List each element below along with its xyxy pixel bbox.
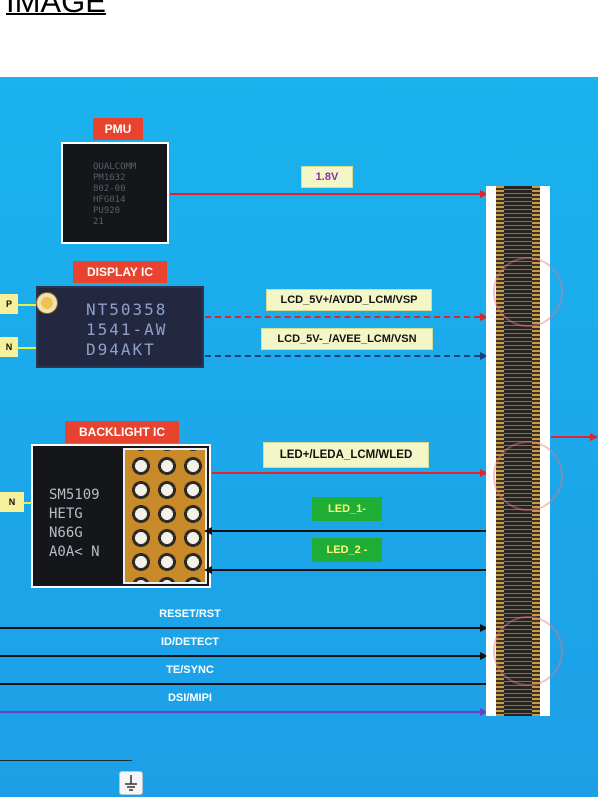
pin-indicator-icon: [36, 292, 58, 314]
display-ic-label: DISPLAY IC: [73, 261, 167, 283]
arrow-id: [480, 652, 488, 660]
line-dsi: [0, 711, 480, 713]
display-ic-chip: NT50358 1541-AW D94AKT: [36, 286, 204, 368]
watermark-circle: [493, 441, 563, 511]
signal-dsi-label: DSI/MIPI: [167, 692, 212, 704]
arrow-vsp: [480, 313, 488, 321]
line-wled: [212, 472, 480, 474]
left-en-line: [24, 502, 32, 504]
arrow-reset: [480, 624, 488, 632]
left-vsp-tag: P: [0, 294, 18, 314]
tag-led1: LED_1-: [312, 497, 382, 521]
tag-vsn: LCD_5V-_/AVEE_LCM/VSN: [261, 328, 433, 350]
tag-vsp: LCD_5V+/AVDD_LCM/VSP: [266, 289, 432, 311]
arrow-dsi: [480, 708, 488, 716]
signal-reset-label: RESET/RST: [159, 608, 221, 620]
left-en-tag: N: [0, 492, 24, 512]
left-vsn-line: [18, 347, 36, 349]
arrow-wled: [480, 469, 488, 477]
left-vsp-line: [18, 304, 36, 306]
arrow-led2: [204, 566, 212, 574]
line-te: [0, 683, 486, 685]
line-reset: [0, 627, 480, 629]
page-heading: IMAGE: [6, 0, 106, 19]
tag-wled: LED+/LEDA_LCM/WLED: [263, 442, 429, 468]
backlight-ic-chip-markings: SM5109 HETG N66G A0A< N: [49, 487, 100, 560]
arrow-led1: [204, 527, 212, 535]
line-vsn: [205, 355, 480, 357]
signal-id-label: ID/DETECT: [160, 636, 220, 648]
pmu-label: PMU: [93, 118, 143, 140]
ground-icon: [119, 771, 143, 795]
backlight-ic-label: BACKLIGHT IC: [65, 421, 179, 443]
display-ic-chip-markings: NT50358 1541-AW D94AKT: [86, 300, 168, 359]
line-lower: [0, 760, 132, 761]
line-id: [0, 655, 480, 657]
tag-led2: LED_2 -: [312, 538, 382, 562]
left-vsn-tag: N: [0, 337, 18, 357]
backlight-ic-chip: SM5109 HETG N66G A0A< N: [31, 444, 211, 588]
watermark-circle: [493, 616, 563, 686]
backlight-ic-pad-array: [123, 448, 207, 584]
pmu-chip: QUALCOMM PM1632 802-00 HFG014 PU920 21: [61, 142, 169, 244]
pmu-chip-markings: QUALCOMM PM1632 802-00 HFG014 PU920 21: [93, 162, 137, 227]
line-right-output: [551, 436, 591, 438]
signal-te-label: TE/SYNC: [166, 664, 214, 676]
arrow-right-output: [590, 433, 598, 441]
line-1v8: [170, 193, 480, 195]
line-led2: [212, 569, 486, 571]
arrow-vsn: [480, 352, 488, 360]
line-vsp: [205, 316, 480, 318]
watermark-circle: [493, 257, 563, 327]
line-led1: [212, 530, 486, 532]
arrow-1v8: [480, 190, 488, 198]
tag-1v8: 1.8V: [301, 166, 353, 188]
